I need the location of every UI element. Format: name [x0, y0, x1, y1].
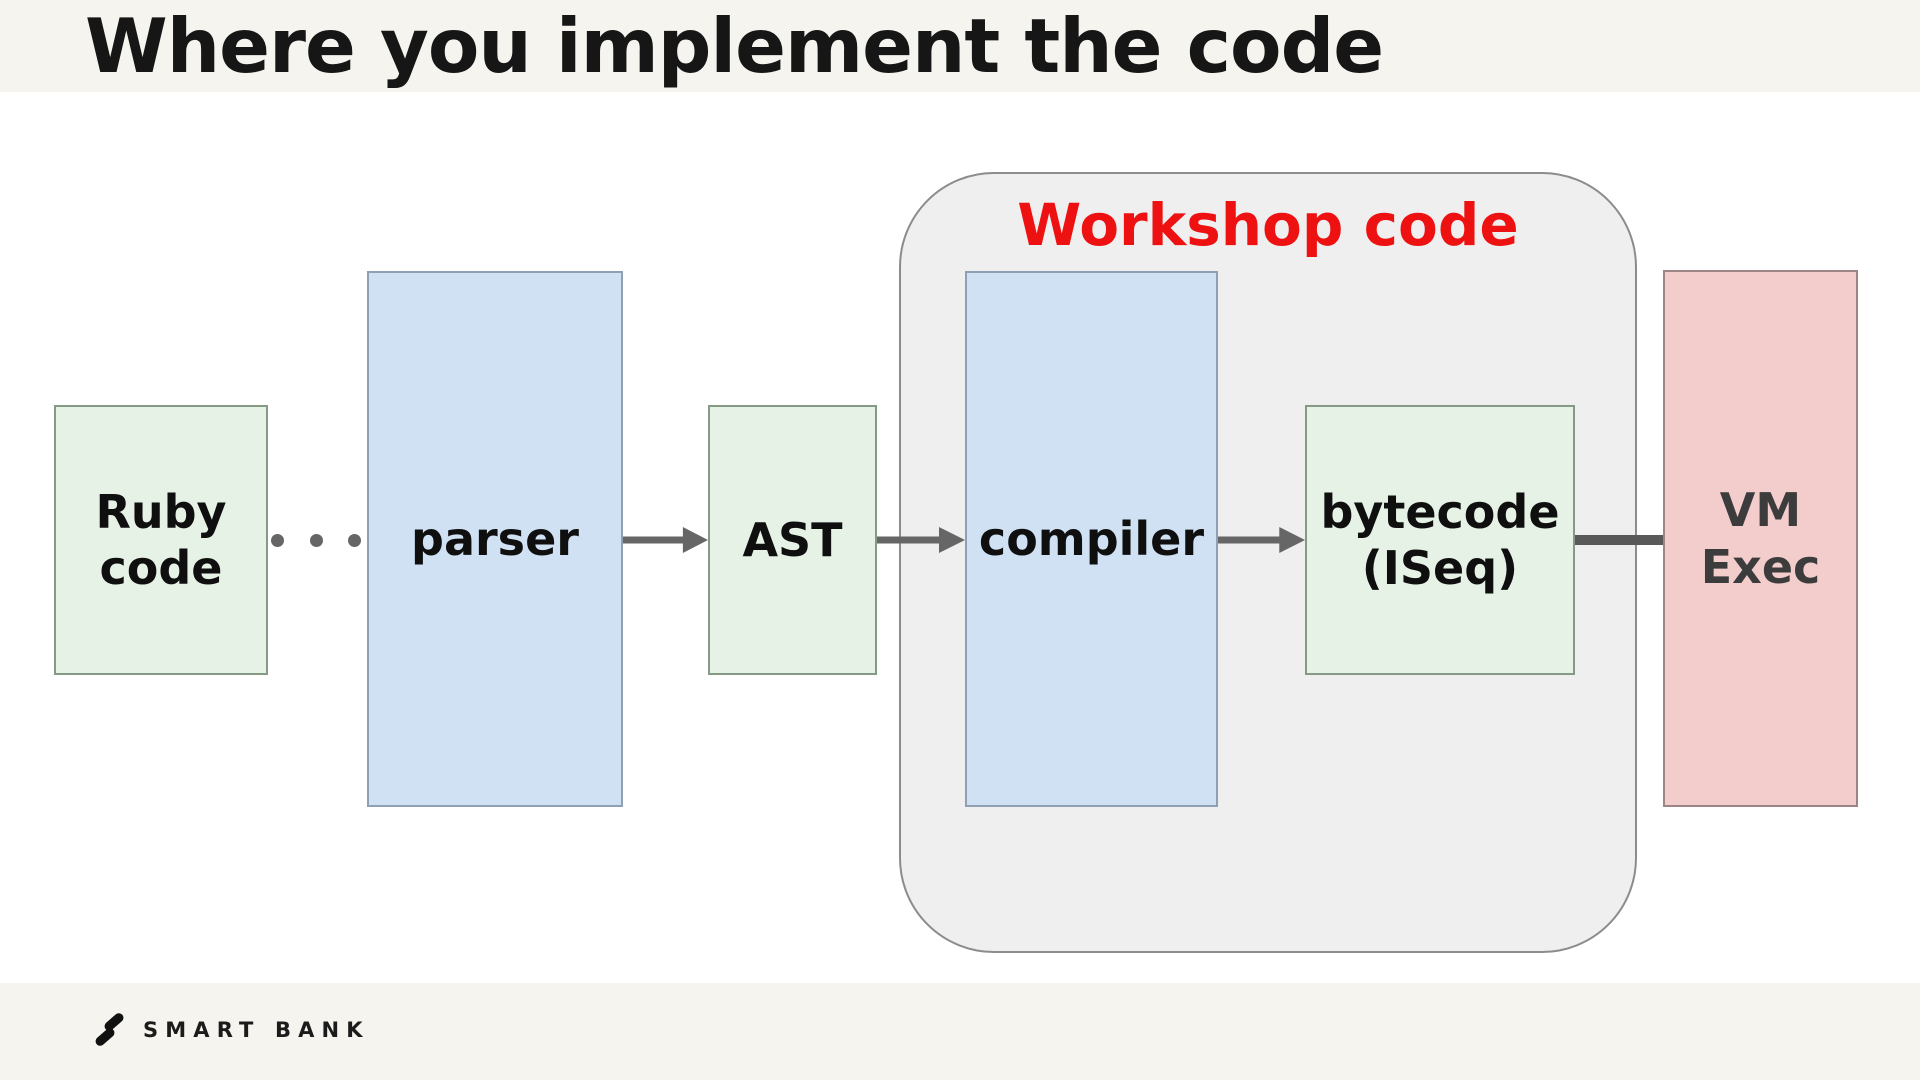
node-vm-exec: VM Exec — [1663, 270, 1858, 807]
line-bytecode-to-vm — [1575, 535, 1663, 545]
dotted-connector-ruby-to-parser — [271, 533, 361, 547]
node-ruby-code: Ruby code — [54, 405, 268, 675]
title-band — [0, 0, 1920, 92]
dot-icon — [271, 533, 284, 547]
node-compiler: compiler — [965, 271, 1218, 807]
footer-band — [0, 983, 1920, 1080]
arrow-ast-to-compiler-icon — [877, 527, 965, 553]
node-ast: AST — [708, 405, 877, 675]
node-bytecode-iseq: bytecode (ISeq) — [1305, 405, 1575, 675]
dot-icon — [348, 533, 361, 547]
smartbank-logo-icon — [95, 1013, 124, 1046]
slide-title: Where you implement the code — [85, 2, 1384, 90]
footer-logo: SMART BANK — [93, 1008, 370, 1052]
arrow-parser-to-ast-icon — [623, 527, 708, 553]
smartbank-logo-text: SMART BANK — [143, 1018, 370, 1042]
node-parser: parser — [367, 271, 623, 807]
workshop-group-label: Workshop code — [1017, 191, 1519, 259]
dot-icon — [309, 533, 323, 547]
arrow-compiler-to-bytecode-icon — [1218, 527, 1305, 553]
